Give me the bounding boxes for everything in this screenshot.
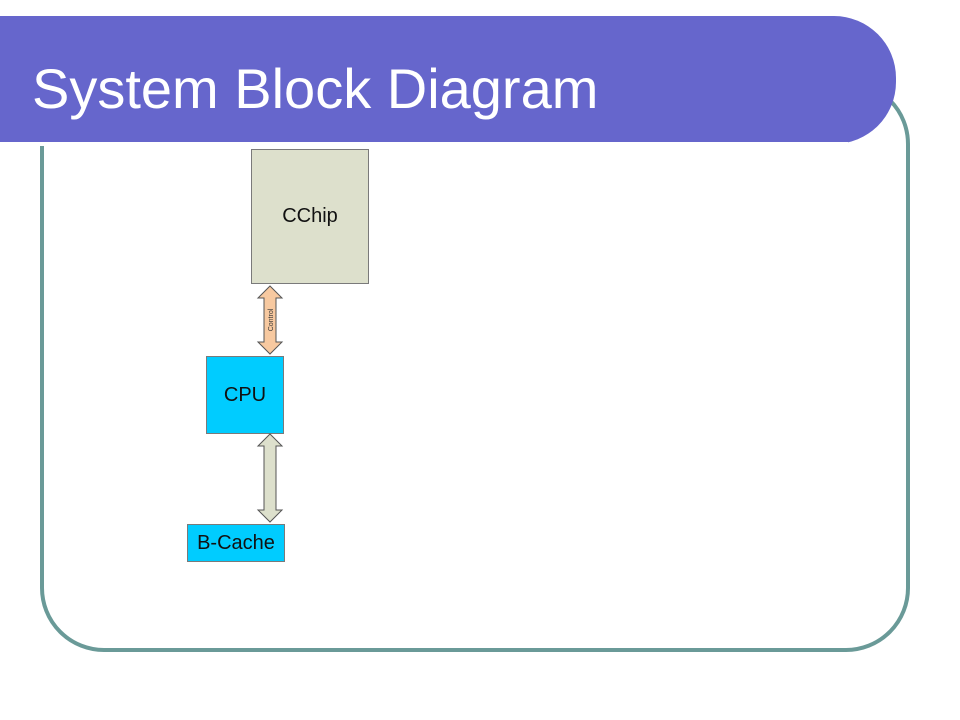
title-banner: System Block Diagram (0, 16, 896, 146)
slide-title: System Block Diagram (32, 57, 599, 120)
cpu-label: CPU (223, 383, 267, 406)
cchip-label: CChip (282, 205, 338, 227)
bcache-label: B-Cache (197, 531, 275, 554)
cache-arrow (256, 433, 284, 523)
cpu-block: CPU (206, 356, 284, 434)
control-arrow (256, 285, 284, 355)
control-arrow-label: Control (268, 308, 275, 331)
cchip-block: CChip (251, 149, 369, 284)
bcache-block: B-Cache (187, 524, 285, 562)
title-underline (0, 142, 848, 146)
